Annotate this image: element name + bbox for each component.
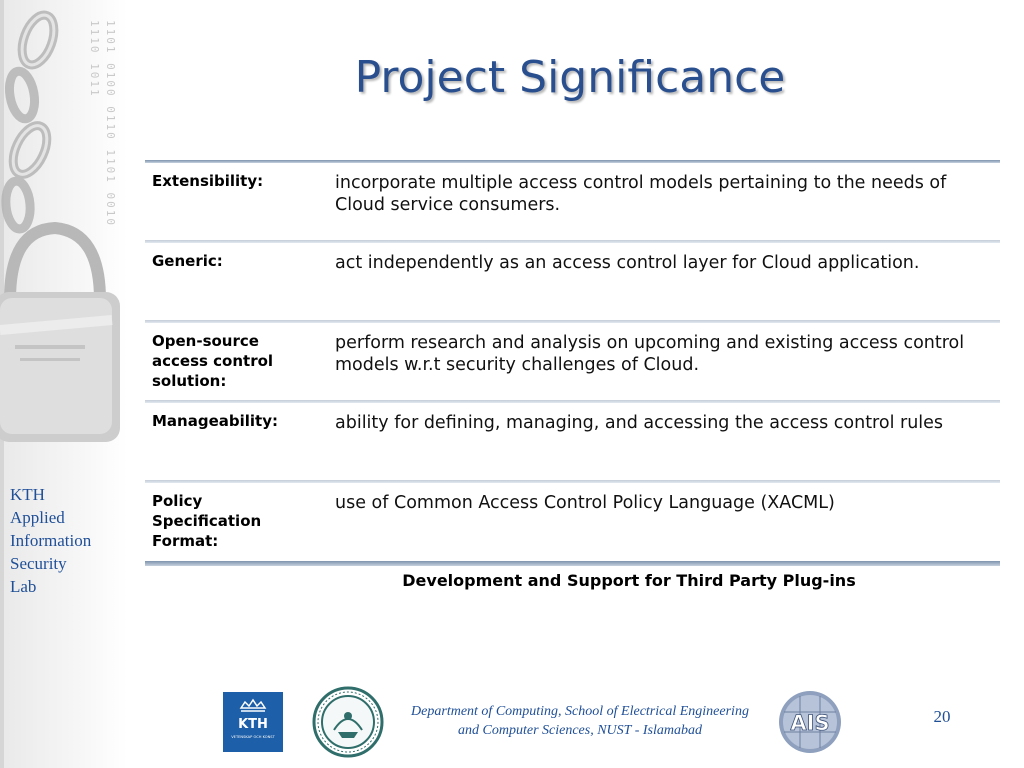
row-divider (145, 320, 1000, 323)
lab-label-line: Security (10, 554, 67, 573)
ais-logo-text: AIS (790, 711, 829, 735)
row-divider (145, 480, 1000, 483)
row-description: ability for defining, managing, and acce… (335, 413, 944, 433)
kth-logo-subtext: VETENSKAP OCH KONST (231, 735, 275, 739)
chain-padlock-icon (0, 10, 120, 442)
lab-label-line: Applied (10, 508, 65, 527)
lab-label-line: Information (10, 531, 92, 550)
row-label: Manageability: (152, 412, 278, 430)
kth-logo-text: KTH (238, 717, 268, 732)
table-footer-note: Development and Support for Third Party … (402, 571, 856, 590)
ais-logo-icon: AIS (779, 691, 841, 753)
row-label: Generic: (152, 252, 223, 270)
row-divider (145, 400, 1000, 403)
slide-title: Project Significance (354, 52, 786, 103)
row-divider (145, 240, 1000, 243)
row-description: use of Common Access Control Policy Lang… (335, 493, 835, 513)
table-row: Manageability: ability for defining, man… (145, 400, 1000, 480)
row-description: perform research and analysis on upcomin… (335, 333, 965, 375)
binary-pattern: 1101 0100 0110 1101 0010 1110 1011 (88, 20, 117, 227)
lab-label-line: KTH (10, 485, 45, 504)
row-description: incorporate multiple access control mode… (335, 173, 947, 215)
table-row: Generic: act independently as an access … (145, 240, 1000, 320)
sidebar-background: 1101 0100 0110 1101 0010 1110 1011 (0, 0, 128, 768)
row-divider (145, 160, 1000, 163)
kth-logo-icon: KTH VETENSKAP OCH KONST (223, 692, 283, 752)
department-text: Department of Computing, School of Elect… (411, 704, 749, 738)
table-row: Policy Specification Format: use of Comm… (145, 480, 1000, 560)
row-label: Open-source access control solution: (152, 332, 274, 390)
table-bottom-rule (145, 561, 1000, 566)
table-row: Extensibility: incorporate multiple acce… (145, 160, 1000, 240)
lab-label-line: Lab (10, 577, 37, 596)
row-label: Policy Specification Format: (152, 492, 262, 550)
significance-table: Extensibility: incorporate multiple acce… (145, 160, 1000, 560)
row-label: Extensibility: (152, 172, 264, 190)
lab-label: KTH Applied Information Security Lab (10, 483, 125, 598)
row-description: act independently as an access control l… (335, 253, 920, 273)
table-row: Open-source access control solution: per… (145, 320, 1000, 400)
nust-logo-icon (312, 686, 384, 758)
page-number: 20 (933, 707, 951, 726)
